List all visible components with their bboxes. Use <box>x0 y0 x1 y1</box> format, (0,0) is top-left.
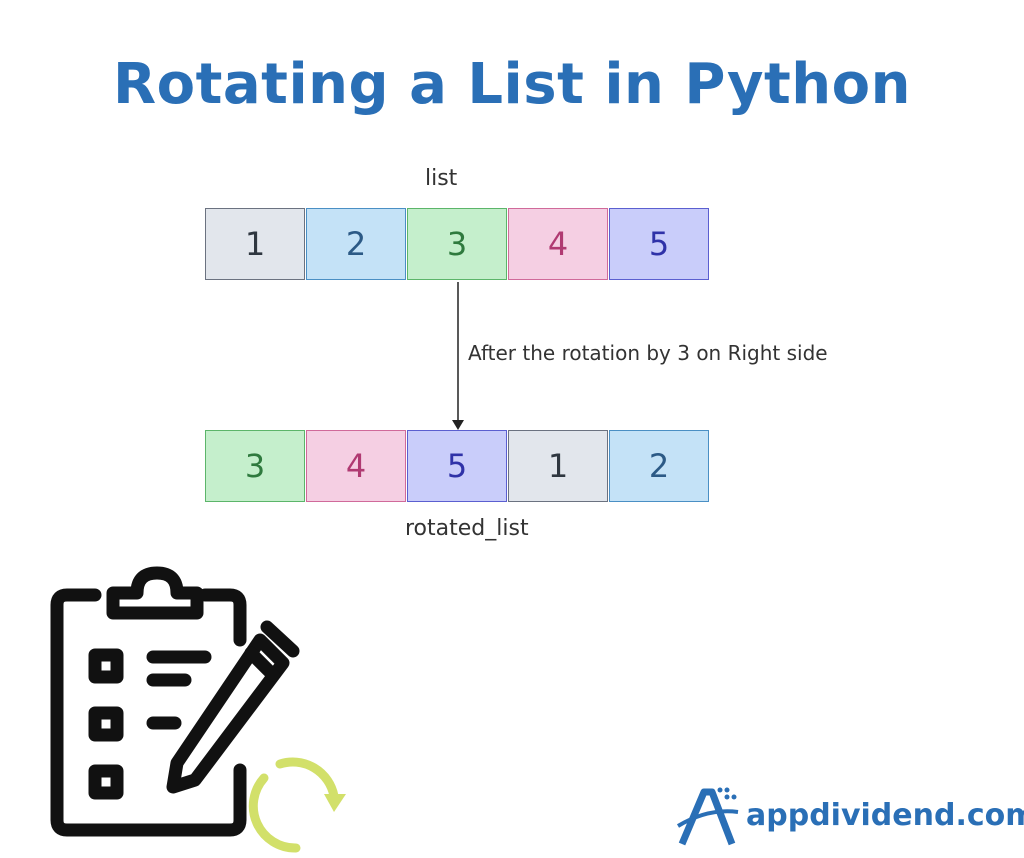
original-cell: 1 <box>205 208 305 280</box>
arrow-head-icon <box>452 420 464 430</box>
brand-name: appdividend.com <box>746 797 1024 833</box>
rotated-cell: 4 <box>306 430 406 502</box>
rotated-list-row: 3 4 5 1 2 <box>205 430 709 502</box>
rotated-cell: 1 <box>508 430 608 502</box>
clipboard-checklist-icon <box>50 566 300 837</box>
rotated-cell: 3 <box>205 430 305 502</box>
rotated-cell: 5 <box>407 430 507 502</box>
original-cell: 3 <box>407 208 507 280</box>
arrow-label: After the rotation by 3 on Right side <box>468 341 828 365</box>
page-title: Rotating a List in Python <box>113 52 911 117</box>
rotated-cell: 2 <box>609 430 709 502</box>
list-label: list <box>425 166 458 191</box>
appdividend-logo-icon <box>676 787 739 846</box>
original-cell: 2 <box>306 208 406 280</box>
original-list-row: 1 2 3 4 5 <box>205 208 709 280</box>
brand-logo: appdividend.com <box>674 782 1024 848</box>
original-cell: 5 <box>609 208 709 280</box>
original-cell: 4 <box>508 208 608 280</box>
rotated-list-label: rotated_list <box>405 516 529 541</box>
rotate-refresh-icon <box>248 757 346 853</box>
